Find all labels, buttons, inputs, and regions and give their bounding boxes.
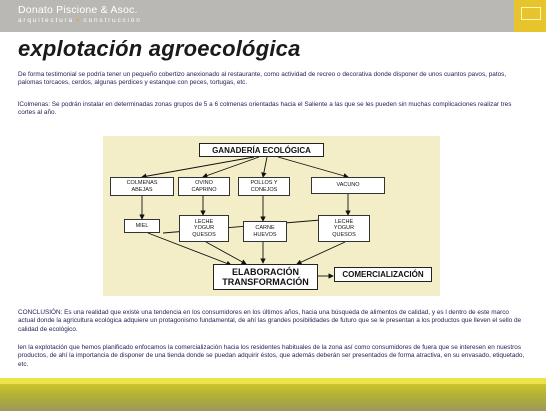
header-band: Donato Piscione & Asoc. arquitectura+con… [0, 0, 546, 32]
output-box: COMERCIALIZACIÓN [334, 267, 432, 282]
branch-pollos: POLLOS Y CONEJOS [238, 177, 290, 196]
tagline-left: arquitectura [18, 17, 74, 24]
tagline-plus: + [75, 17, 82, 24]
product-leche-1: LECHE YOGUR QUESOS [179, 215, 229, 242]
brand-name: Donato Piscione & Asoc. [18, 4, 138, 16]
conclusion-paragraph: CONCLUSIÓN: Es una realidad que existe u… [18, 309, 522, 333]
ganaderia-diagram: GANADERÍA ECOLÓGICA COLMENAS ABEJAS OVIN… [103, 136, 440, 296]
product-leche-2: LECHE YOGUR QUESOS [318, 215, 370, 242]
colmenas-paragraph: lColmenas: Se podrán instalar en determi… [18, 101, 512, 117]
page-title: explotación agroecológica [18, 36, 301, 61]
footer-band [0, 378, 546, 411]
intro-paragraph: De forma testimonial se podría tener un … [18, 71, 507, 87]
branch-ovino: OVINO CAPRINO [178, 177, 230, 196]
branch-vacuno: VACUNO [311, 177, 385, 194]
corner-logo-icon [514, 0, 546, 32]
branch-colmenas: COLMENAS ABEJAS [110, 177, 174, 196]
brand-tagline: arquitectura+construcción [18, 16, 142, 25]
product-carne: CARNE HUEVOS [243, 221, 287, 242]
product-miel: MIEL [124, 219, 160, 233]
explotacion-paragraph: len la explotación que hemos planificado… [18, 344, 525, 368]
root-box: GANADERÍA ECOLÓGICA [199, 143, 324, 157]
tagline-right: construcción [83, 17, 142, 24]
brand-logo: Donato Piscione & Asoc. arquitectura+con… [18, 4, 142, 25]
process-box: ELABORACIÓN TRANSFORMACIÓN [213, 264, 318, 290]
